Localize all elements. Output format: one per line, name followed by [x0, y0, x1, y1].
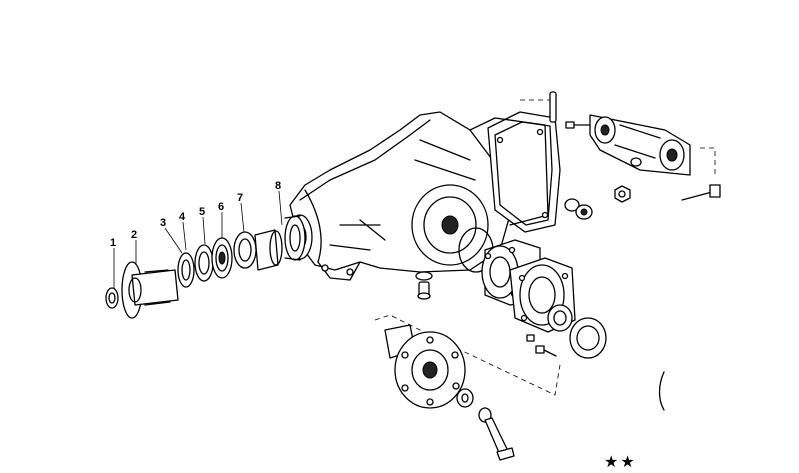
- side-shaft-seal: [547, 304, 573, 332]
- callout-5: 5: [199, 206, 205, 218]
- mount-washer: [630, 157, 642, 167]
- taper-roller-bearing-front: [211, 237, 233, 279]
- edge-partial-shape: [658, 371, 665, 411]
- spacer-sleeve: [194, 244, 214, 282]
- shim-ring: [233, 231, 257, 269]
- callout-3: 3: [160, 217, 166, 229]
- small-bolt-center: [526, 334, 535, 342]
- mount-dashed-bracket: [700, 147, 716, 175]
- shaft-seal: [177, 252, 195, 288]
- callout-6: 6: [218, 201, 224, 213]
- drain-plug: [564, 198, 593, 220]
- dowel-pin: [549, 91, 557, 123]
- rear-cover: [469, 111, 561, 233]
- collapsible-spacer: [254, 229, 283, 271]
- callout-leaders: [113, 190, 283, 288]
- callout-8: 8: [275, 180, 281, 192]
- drive-flange: [121, 261, 179, 319]
- side-cap-bolt: [535, 345, 557, 357]
- side-bearing-seal: [569, 317, 607, 359]
- flange-bolt: [478, 407, 515, 461]
- mount-nut: [614, 185, 631, 203]
- breather-plug: [415, 271, 433, 300]
- taper-roller-bearing-rear: [284, 215, 306, 261]
- callout-4: 4: [179, 211, 186, 223]
- flange-washer: [456, 388, 474, 408]
- callout-2: 2: [131, 229, 137, 241]
- callout-1: 1: [110, 237, 116, 249]
- callout-7: 7: [237, 192, 243, 204]
- pinion-nut: [105, 287, 119, 309]
- differential-housing: [287, 111, 511, 281]
- rubber-mount-bracket: [589, 114, 691, 176]
- footer-marks: ★★: [604, 452, 637, 471]
- long-mount-bolt: [681, 184, 721, 201]
- output-flange: [384, 324, 466, 409]
